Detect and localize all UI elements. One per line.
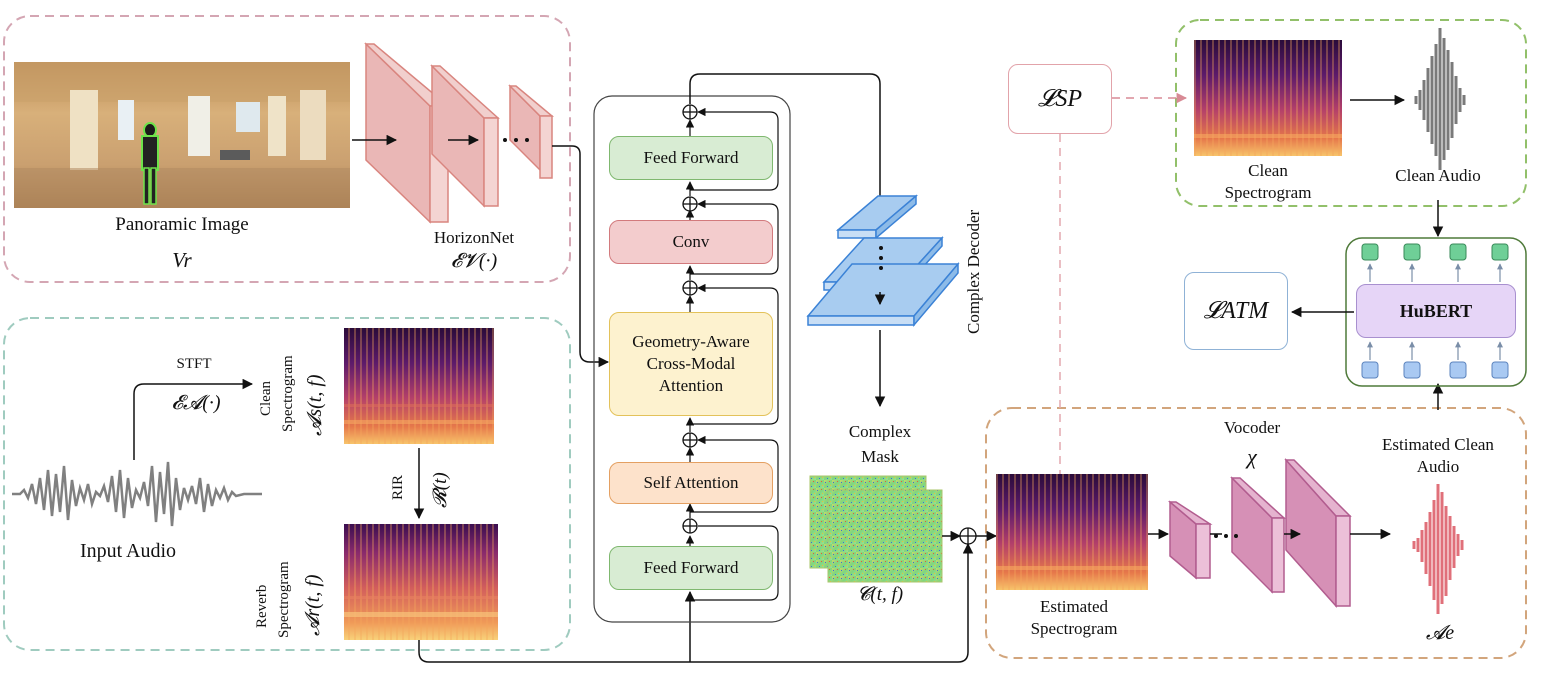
- complex-mask: [809, 475, 943, 583]
- reverb-spec-label-1: Reverb: [254, 584, 270, 628]
- horizonnet-encoder: [364, 42, 555, 224]
- clean-audio-waveform: [1414, 28, 1466, 170]
- estimated-spectrogram: [996, 474, 1148, 590]
- input-audio-label: Input Audio: [79, 540, 177, 562]
- complex-decoder: [806, 194, 960, 328]
- clean-spectrogram-target: [1194, 40, 1342, 156]
- complex-mask-symbol: 𝓒(t, f): [856, 584, 904, 605]
- mask-multiply-node: [959, 527, 977, 545]
- clean-spectrogram-target-label: Clean Spectrogram: [1224, 161, 1312, 203]
- panoramic-image: [14, 62, 350, 208]
- vocoder-symbol: χ: [1247, 444, 1257, 469]
- feed-forward-top-block: Feed Forward: [609, 136, 773, 180]
- hubert-block: HuBERT: [1356, 284, 1516, 338]
- reverb-spec-label-2: Spectrogram: [276, 561, 292, 638]
- reverb-spec-symbol: 𝓐r(t, f): [302, 574, 324, 636]
- rir-label: RIR: [390, 474, 406, 500]
- panoramic-image-symbol: Vr: [172, 248, 192, 272]
- residual-add-nodes: [682, 104, 698, 534]
- loss-sp-box: 𝓛SP: [1008, 64, 1112, 134]
- horizonnet-label: HorizonNet: [433, 228, 515, 247]
- complex-decoder-label: Complex Decoder: [964, 209, 983, 334]
- audio-input-region: [3, 317, 571, 651]
- visual-encoder-region: [3, 15, 571, 283]
- clean-audio-label: Clean Audio: [1395, 166, 1481, 185]
- estimated-audio-waveform: [1412, 484, 1464, 614]
- clean-spec-label-1: Clean: [258, 381, 274, 416]
- vocoder-label: Vocoder: [1223, 418, 1281, 437]
- rir-symbol: 𝓡(t): [430, 472, 451, 508]
- estimated-audio-label: Estimated Clean Audio: [1382, 435, 1494, 477]
- reverb-spectrogram: [344, 524, 498, 640]
- stft-symbol: 𝓔𝓐(·): [171, 392, 221, 414]
- input-audio-waveform: [12, 461, 262, 527]
- loss-atm-box: 𝓛ATM: [1184, 272, 1288, 350]
- transformer-block: [593, 95, 791, 623]
- clean-spec-label-2: Spectrogram: [280, 355, 296, 432]
- stft-label: STFT: [176, 356, 212, 372]
- self-attention-block: Self Attention: [609, 462, 773, 504]
- vocoder-region: [985, 407, 1527, 659]
- panoramic-image-label: Panoramic Image: [115, 214, 249, 235]
- clean-spec-symbol: 𝓐s(t, f): [304, 374, 326, 436]
- conv-block: Conv: [609, 220, 773, 264]
- vocoder: [1167, 458, 1352, 608]
- estimated-audio-symbol: 𝓐e: [1425, 622, 1455, 644]
- clean-spectrogram-input: [344, 328, 494, 444]
- cross-modal-attention-block: Geometry-Aware Cross-Modal Attention: [609, 312, 773, 416]
- hubert-tokens: [1361, 243, 1509, 379]
- horizonnet-symbol: 𝓔𝓥(·): [450, 250, 498, 272]
- estimated-spectrogram-label: Estimated Spectrogram: [1030, 597, 1118, 639]
- feed-forward-bottom-block: Feed Forward: [609, 546, 773, 590]
- complex-mask-label: Complex Mask: [848, 422, 912, 466]
- clean-target-region: [1175, 19, 1527, 207]
